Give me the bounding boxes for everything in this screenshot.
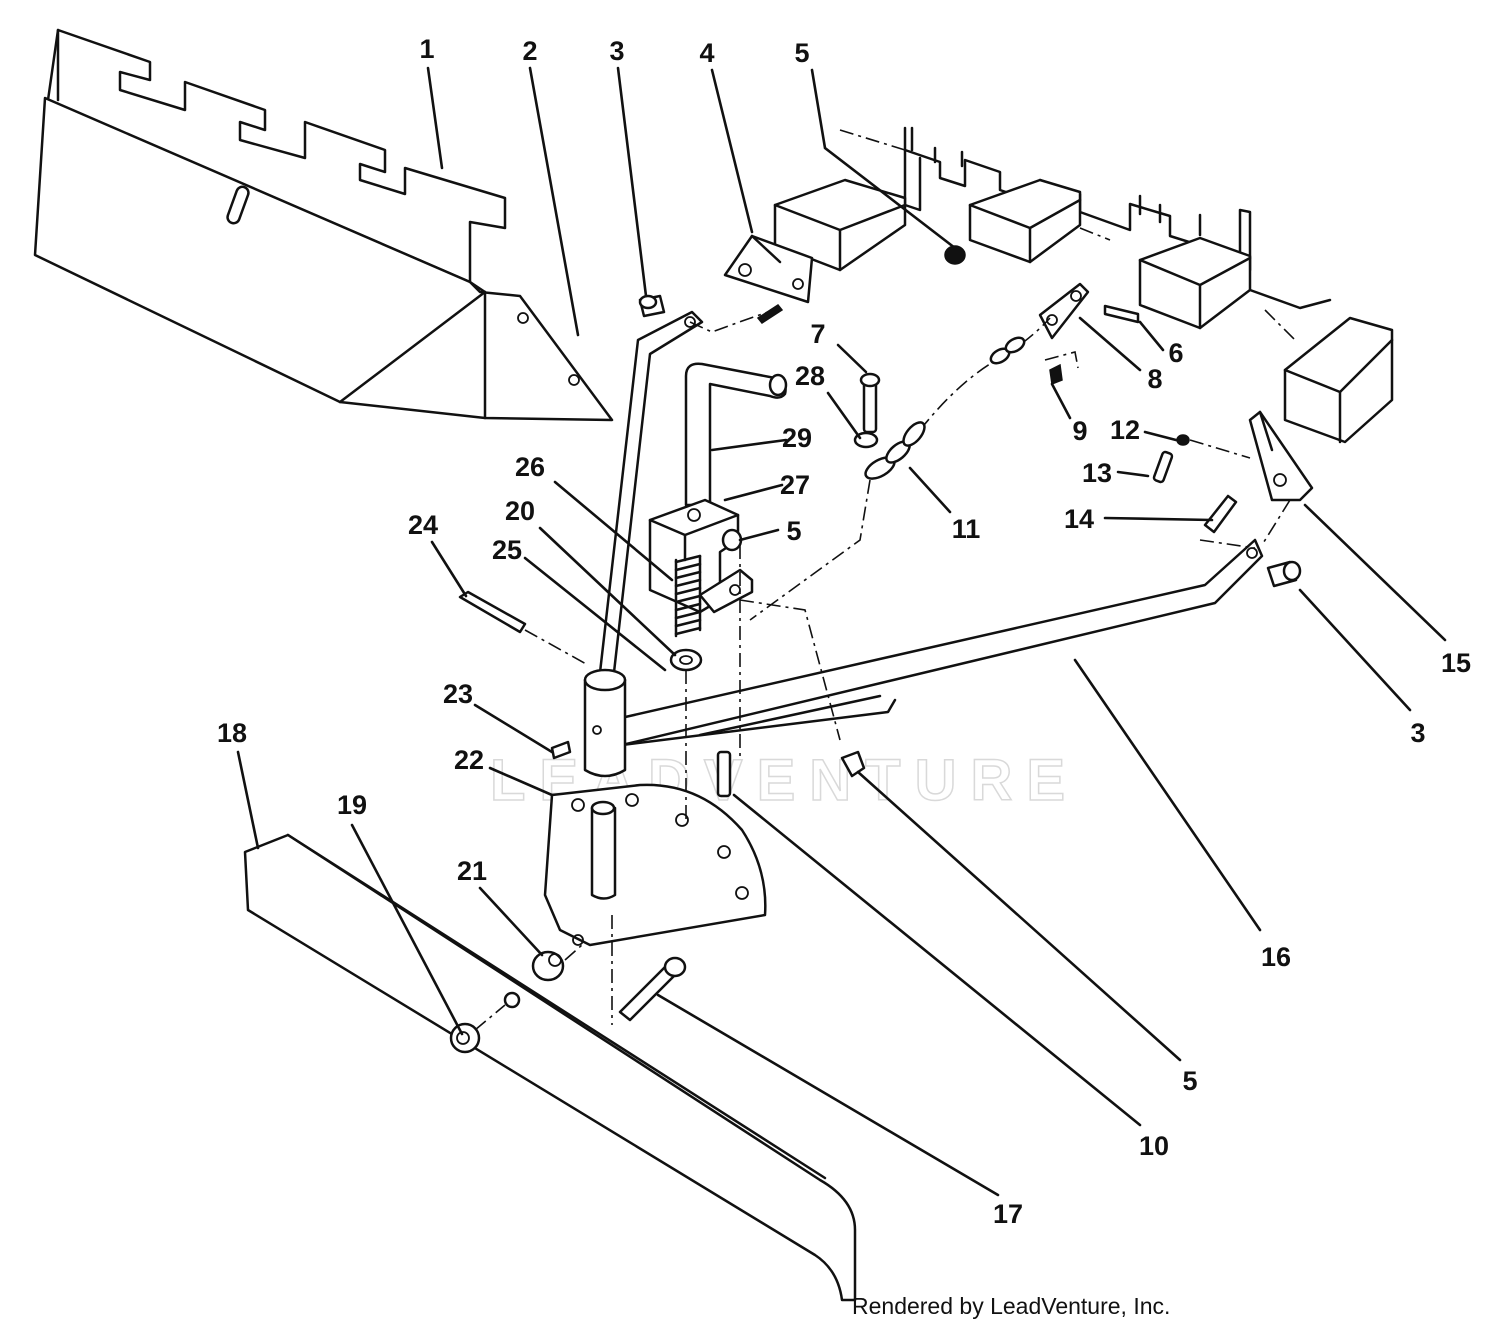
- render-credit: Rendered by LeadVenture, Inc.: [852, 1293, 1171, 1319]
- spring-bracket: [648, 498, 754, 614]
- callout-29: 29: [782, 423, 812, 453]
- callout-4: 4: [699, 38, 714, 68]
- callout-13: 13: [1082, 458, 1112, 488]
- caster-plate: [543, 783, 767, 947]
- bolt-17: [618, 956, 687, 1022]
- nut-5-upper: [944, 245, 966, 265]
- callout-16: 16: [1261, 942, 1291, 972]
- nut-5-middle: [721, 528, 743, 552]
- deck-bracket-left: [723, 234, 814, 324]
- callout-5: 5: [794, 38, 809, 68]
- callout-5b: 5: [786, 516, 801, 546]
- washer-20: [669, 648, 703, 672]
- callout-26: 26: [515, 452, 545, 482]
- callout-3: 3: [609, 36, 624, 66]
- callout-18: 18: [217, 718, 247, 748]
- deck-bracket-right: [1248, 410, 1314, 502]
- spring: [674, 554, 702, 638]
- callout-9: 9: [1072, 416, 1087, 446]
- callout-21: 21: [457, 856, 487, 886]
- pin-upper: [638, 294, 666, 318]
- callout-25: 25: [492, 535, 522, 565]
- callout-labels: 1 2 3 4 5 5 6 7 28 8 29 9 12 26 27 5 11 …: [217, 34, 1471, 1229]
- callout-11: 11: [952, 514, 981, 544]
- callout-3b: 3: [1410, 718, 1425, 748]
- callout-10: 10: [1139, 1131, 1169, 1161]
- deflector-housing: [33, 28, 614, 422]
- callout-14: 14: [1064, 504, 1094, 534]
- callout-22: 22: [454, 745, 484, 775]
- pivot-tube: [583, 668, 627, 778]
- assembly-lines: [474, 311, 1291, 1031]
- callout-1: 1: [419, 34, 434, 64]
- nut-5-lower: [840, 750, 866, 778]
- chain-bracket: [1038, 282, 1140, 386]
- skid-bar: [243, 833, 857, 1302]
- callout-24: 24: [408, 510, 438, 540]
- callout-6: 6: [1168, 338, 1183, 368]
- callout-5d: 5: [1182, 1066, 1197, 1096]
- handle: [684, 362, 788, 507]
- callout-17: 17: [993, 1199, 1023, 1229]
- nut-19: [449, 1022, 481, 1054]
- washer-20-hole: [679, 655, 693, 665]
- cotter-pin-24: [458, 590, 527, 634]
- callout-7: 7: [810, 319, 825, 349]
- mower-deck: [773, 126, 1394, 444]
- callout-8: 8: [1147, 364, 1162, 394]
- bolt-10: [716, 750, 732, 798]
- callout-12: 12: [1110, 415, 1140, 445]
- callout-19: 19: [337, 790, 367, 820]
- callout-15: 15: [1441, 648, 1471, 678]
- callout-27: 27: [780, 470, 810, 500]
- callout-28: 28: [795, 361, 825, 391]
- fasteners-12-13-14: [1152, 434, 1238, 534]
- callout-20: 20: [505, 496, 535, 526]
- callout-23: 23: [443, 679, 473, 709]
- bolt-23: [550, 740, 572, 760]
- callout-2: 2: [522, 36, 537, 66]
- bushing-21: [531, 950, 565, 982]
- pin-right: [1266, 560, 1302, 588]
- chain: [864, 317, 1051, 480]
- leader-lines: [236, 66, 1447, 1197]
